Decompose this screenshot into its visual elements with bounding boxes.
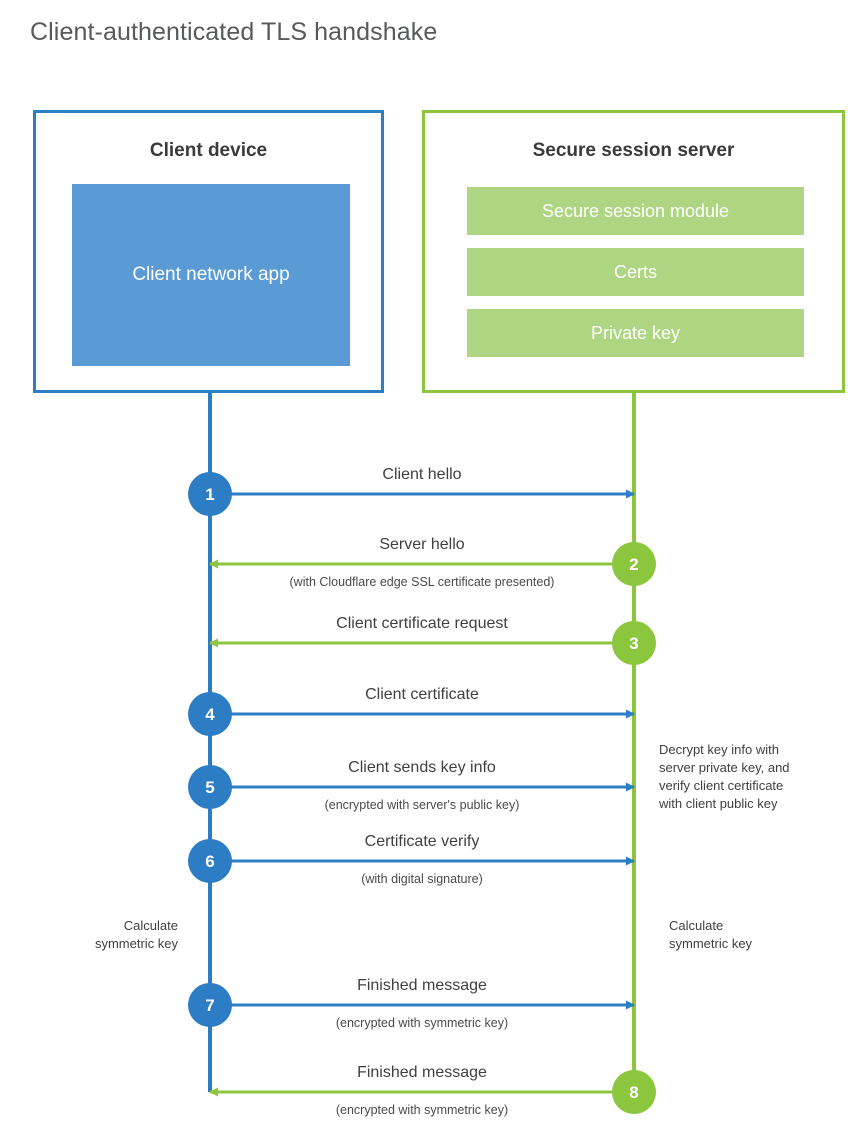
client-device-box: Client device Client network app [33, 110, 384, 393]
message-label-2: Server hello [379, 536, 464, 553]
message-label-3: Client certificate request [336, 615, 508, 632]
secure-session-server-title: Secure session server [532, 140, 735, 161]
message-label-7: Finished message [357, 977, 487, 994]
message-step-2: Server hello (with Cloudflare edge SSL ce… [209, 536, 656, 589]
message-sublabel-2: (with Cloudflare edge SSL certificate pr… [290, 575, 555, 589]
message-step-4: Client certificate 4 [188, 686, 635, 736]
step-badge-number-4: 4 [205, 705, 215, 724]
message-label-5: Client sends key info [348, 759, 496, 776]
step-badge-circle-7[interactable] [188, 983, 232, 1027]
step-badge-circle-4[interactable] [188, 692, 232, 736]
message-sublabel-5: (encrypted with server's public key) [325, 798, 520, 812]
message-step-5: Client sends key info (encrypted with ser… [188, 759, 635, 812]
message-label-1: Client hello [382, 466, 461, 483]
step-badge-number-8: 8 [629, 1083, 638, 1102]
step-badge-number-7: 7 [205, 996, 214, 1015]
server-component-item: Certs [467, 248, 804, 296]
message-label-8: Finished message [357, 1064, 487, 1081]
step-badge-circle-3[interactable] [612, 621, 656, 665]
message-sublabel-8: (encrypted with symmetric key) [336, 1103, 508, 1117]
client-device-title: Client device [149, 140, 268, 161]
message-label-4: Client certificate [365, 686, 479, 703]
message-step-7: Finished message (encrypted with symmetri… [188, 977, 635, 1030]
step-badge-circle-2[interactable] [612, 542, 656, 586]
message-step-8: Finished message (encrypted with symmetri… [209, 1064, 656, 1117]
step-badge-circle-6[interactable] [188, 839, 232, 883]
message-step-3: Client certificate request 3 [209, 615, 656, 665]
secure-session-server-box: Secure session server Secure session mod… [422, 110, 845, 393]
message-step-1: Client hello 1 [188, 466, 635, 516]
step-badge-circle-5[interactable] [188, 765, 232, 809]
server-component-item: Secure session module [467, 187, 804, 235]
step-badge-circle-8[interactable] [612, 1070, 656, 1114]
step-badge-number-5: 5 [205, 778, 214, 797]
message-sublabel-7: (encrypted with symmetric key) [336, 1016, 508, 1030]
step-badge-number-6: 6 [205, 852, 214, 871]
message-sublabel-6: (with digital signature) [361, 872, 483, 886]
server-component-list: Secure session module Certs Private key [467, 187, 804, 370]
step-badge-number-2: 2 [629, 555, 638, 574]
step-badge-number-1: 1 [205, 485, 214, 504]
message-step-6: Certificate verify (with digital signatur… [188, 833, 635, 886]
client-network-app-block: Client network app [72, 184, 350, 366]
page-title: Client-authenticated TLS handshake [30, 18, 438, 46]
step-badge-number-3: 3 [629, 634, 638, 653]
step-badge-circle-1[interactable] [188, 472, 232, 516]
message-label-6: Certificate verify [365, 833, 480, 850]
server-component-item: Private key [467, 309, 804, 357]
